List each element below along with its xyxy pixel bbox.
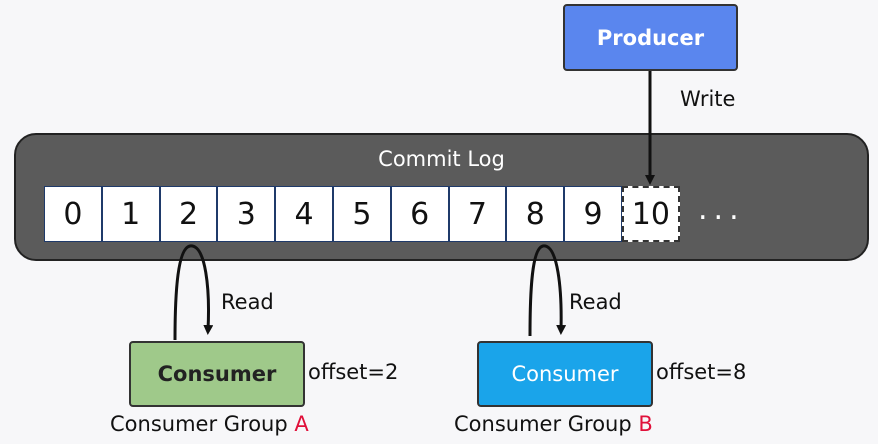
group-a-prefix: Consumer Group [110,412,295,436]
offset-label-a: offset=2 [308,360,399,384]
log-cell-5: 5 [332,186,391,242]
consumer-group-b-label: Consumer Group B [454,412,653,436]
read-arrow-a [173,244,214,341]
log-cell-6: 6 [390,186,449,242]
read-label-a: Read [221,290,274,314]
log-cell-3: 3 [217,186,276,242]
write-label: Write [680,87,736,111]
log-cell-2: 2 [159,186,218,242]
consumer-b-box[interactable]: Consumer [477,341,653,407]
commit-log-title: Commit Log [378,147,505,171]
log-cell-8: 8 [506,186,565,242]
log-cell-1: 1 [101,186,160,242]
consumer-group-a-label: Consumer Group A [110,412,309,436]
log-cell-0: 0 [44,186,102,242]
group-b-prefix: Consumer Group [454,412,639,436]
offset-label-b: offset=8 [656,360,747,384]
log-ellipsis: ... [698,192,745,227]
consumer-a-box[interactable]: Consumer [129,341,305,407]
read-arrow-b [528,244,567,337]
log-cell-9: 9 [564,186,622,242]
log-cell-10: 10 [621,186,680,242]
read-label-b: Read [569,290,622,314]
group-b-letter: B [638,412,653,436]
commit-log-cells: 0 1 2 3 4 5 6 7 8 9 10 [44,186,680,242]
producer-box[interactable]: Producer [563,4,738,71]
log-cell-4: 4 [275,186,333,242]
log-cell-7: 7 [448,186,507,242]
group-a-letter: A [294,412,309,436]
